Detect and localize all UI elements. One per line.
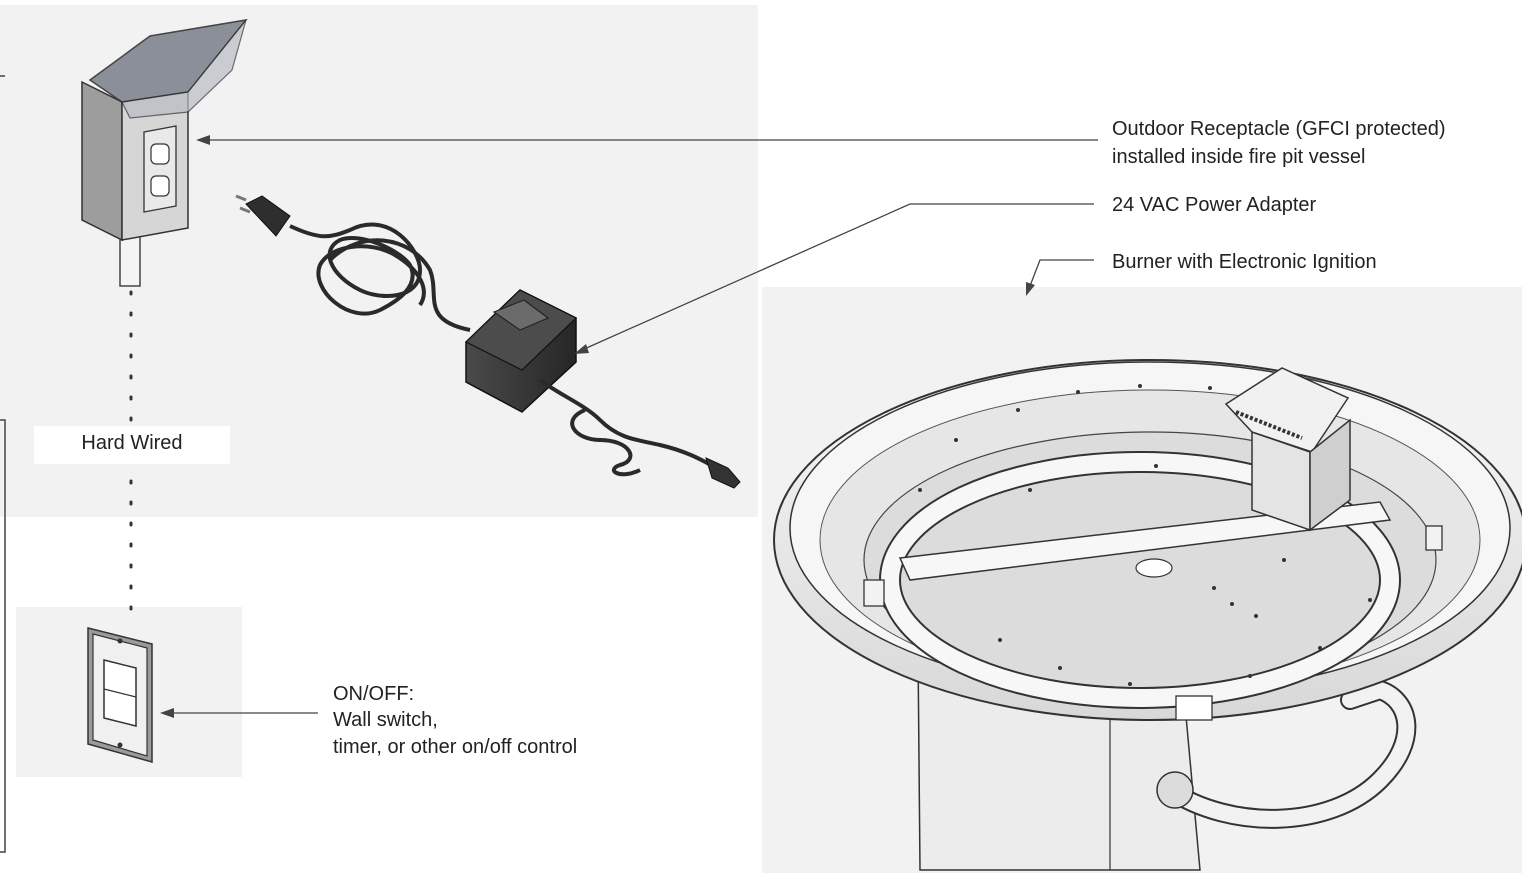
switch-label-line2: Wall switch, (333, 709, 438, 731)
switch-label-line3: timer, or other on/off control (333, 736, 578, 758)
outdoor-receptacle-icon (81, 18, 248, 287)
leader-lines (160, 135, 1098, 718)
left-bracket-bottom (0, 419, 6, 853)
adapter-label: 24 VAC Power Adapter (1112, 194, 1317, 216)
hard-wired-label: Hard Wired (81, 432, 183, 454)
wall-switch-icon (87, 627, 153, 763)
burner-icon (773, 359, 1522, 871)
receptacle-label-line1: Outdoor Receptacle (GFCI protected) (1112, 118, 1446, 140)
power-adapter-icon (235, 194, 741, 489)
burner-label: Burner with Electronic Ignition (1112, 251, 1377, 273)
hard-wired-label-box: Hard Wired (34, 426, 230, 464)
receptacle-label-line2: installed inside fire pit vessel (1112, 146, 1366, 168)
switch-label-line1: ON/OFF: (333, 683, 415, 705)
